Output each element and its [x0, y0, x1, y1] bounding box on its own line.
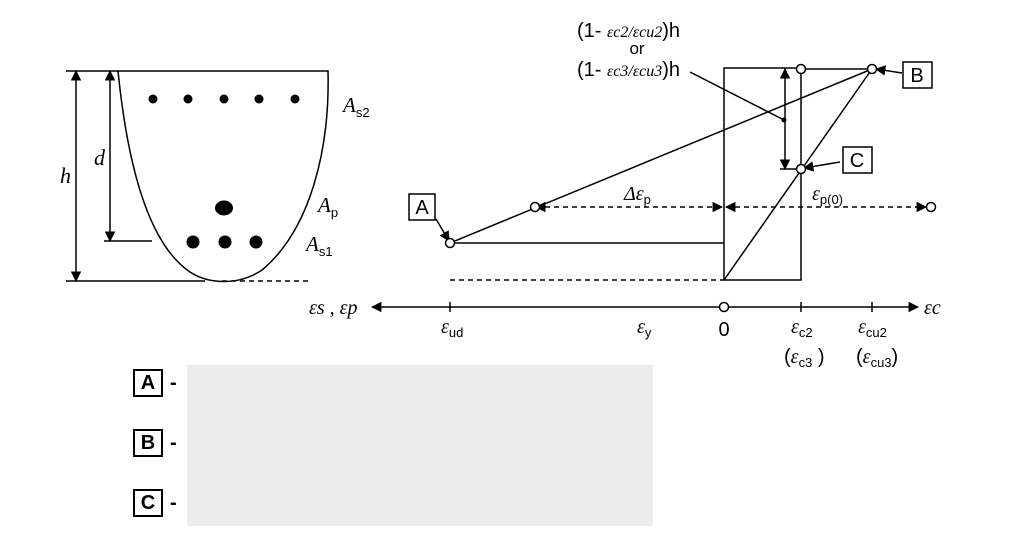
legend-box-C: C: [133, 489, 163, 517]
pivot-line-B: [723, 68, 873, 281]
prestressing-tendon: [215, 200, 233, 216]
label-ec2: εc2: [791, 316, 813, 340]
label-Ap: Ap: [316, 193, 338, 220]
svg-text:A: A: [415, 197, 429, 219]
point-delta-start: [529, 201, 541, 213]
cross-section: [66, 69, 329, 283]
axis-zero: 0: [718, 319, 729, 341]
top-bar: [148, 94, 158, 104]
label-ecu2: εcu2: [858, 316, 887, 340]
point-C: [795, 163, 807, 175]
legend-row-C: C -: [133, 486, 177, 520]
label-ep0: εp(0): [812, 183, 843, 207]
annotation-or: or: [629, 39, 644, 58]
point-B: [866, 63, 878, 75]
legend-row-A: A -: [133, 366, 177, 400]
legend-box-A: A: [133, 369, 163, 397]
annotation-line2: (1- εc3/εcu3)h: [577, 59, 680, 81]
legend-dash: -: [170, 491, 177, 514]
axis-left-label: εs , εp: [309, 297, 358, 319]
leader-C: [802, 161, 841, 172]
svg-text:C: C: [850, 150, 864, 172]
point-origin: [718, 301, 730, 313]
reinforcement: [148, 94, 300, 249]
label-box-B: B: [902, 61, 933, 89]
annotation-leader: [689, 71, 785, 121]
label-ec3: (εc3 ): [784, 346, 825, 370]
svg-text:B: B: [910, 65, 923, 87]
concrete-strain-box: [723, 67, 802, 281]
legend-dash: -: [170, 431, 177, 454]
top-bar: [290, 94, 300, 104]
leader-B: [874, 65, 903, 76]
top-bar: [183, 94, 193, 104]
strain-points: [444, 63, 937, 313]
label-ecu3: (εcu3): [856, 346, 898, 370]
bottom-bar: [249, 235, 263, 249]
label-ey: εy: [637, 316, 652, 340]
bottom-bar: [218, 235, 232, 249]
pivot-line-A: [449, 68, 873, 244]
strain-lines: [370, 65, 928, 313]
answer-area[interactable]: [187, 365, 653, 526]
label-h: h: [60, 163, 71, 188]
legend-box-B: B: [133, 429, 163, 457]
legend-dash: -: [170, 371, 177, 394]
axis-right-label: εc: [924, 297, 941, 319]
bottom-bar: [186, 235, 200, 249]
label-d: d: [94, 145, 106, 170]
leader-A: [435, 218, 450, 242]
point-ep0-end: [925, 201, 937, 213]
annotation-line1: (1- εc2/εcu2)h: [577, 20, 680, 42]
top-bar: [254, 94, 264, 104]
legend-row-B: B -: [133, 426, 177, 460]
label-eud: εud: [441, 316, 463, 340]
label-delta-ep: Δεp: [623, 183, 651, 207]
label-box-C: C: [842, 146, 873, 174]
label-As2: As2: [341, 93, 370, 120]
point-top-c2: [795, 63, 807, 75]
pivot-dot: [781, 117, 787, 123]
label-As1: As1: [304, 232, 333, 259]
point-A: [444, 237, 456, 249]
label-box-A: A: [408, 193, 436, 221]
top-bar: [219, 94, 229, 104]
